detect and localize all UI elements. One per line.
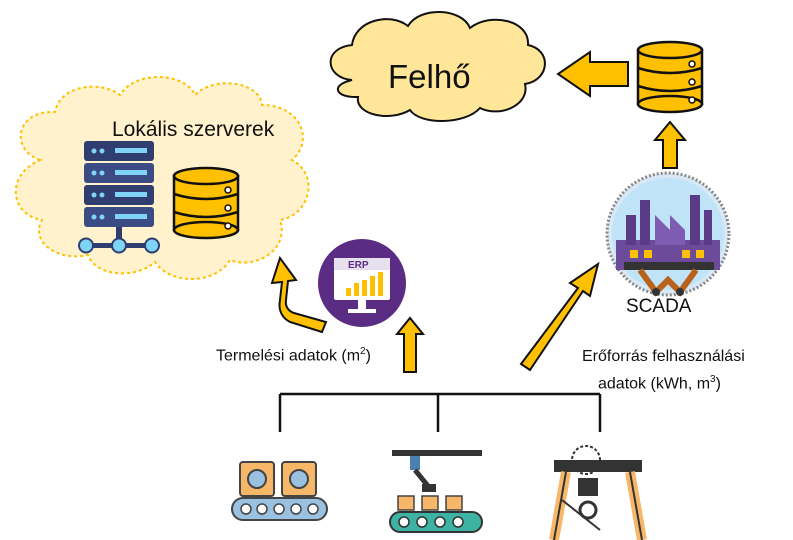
scada-factory-icon	[605, 171, 731, 297]
production-data-text: Termelési adatok (m	[216, 347, 361, 365]
arrow-production-to-local	[270, 255, 328, 334]
server-rack-icon	[78, 141, 160, 254]
energy-data-close: )	[715, 375, 721, 393]
machine-connector-lines	[278, 392, 602, 432]
cloud-shape	[329, 11, 546, 122]
production-data-close: )	[365, 347, 371, 365]
saw-crane-icon	[549, 445, 647, 540]
arrow-energy-to-scada	[519, 261, 600, 372]
production-data-label: Termelési adatok (m2)	[216, 346, 371, 365]
local-servers-cloud	[14, 76, 310, 280]
conveyor-icon	[231, 461, 328, 521]
energy-data-sup: 3	[710, 374, 716, 385]
arrow-db-to-cloud	[556, 50, 629, 98]
cloud-label: Felhő	[388, 58, 471, 95]
scada-label: SCADA	[626, 296, 692, 317]
production-data-sup: 2	[360, 346, 366, 357]
local-database-icon	[172, 166, 240, 240]
erp-monitor-icon: ERP	[318, 239, 406, 327]
local-servers-label: Lokális szerverek	[112, 118, 275, 141]
erp-badge: ERP	[348, 260, 369, 271]
cloud-source-database-icon	[636, 40, 704, 114]
energy-data-text: adatok (kWh, m	[598, 375, 711, 393]
robot-arm-icon	[389, 450, 483, 533]
energy-data-line2: adatok (kWh, m3)	[598, 374, 721, 393]
energy-data-line1: Erőforrás felhasználási	[582, 348, 745, 365]
arrow-production-to-erp	[394, 316, 426, 373]
arrow-scada-to-db	[652, 120, 688, 169]
